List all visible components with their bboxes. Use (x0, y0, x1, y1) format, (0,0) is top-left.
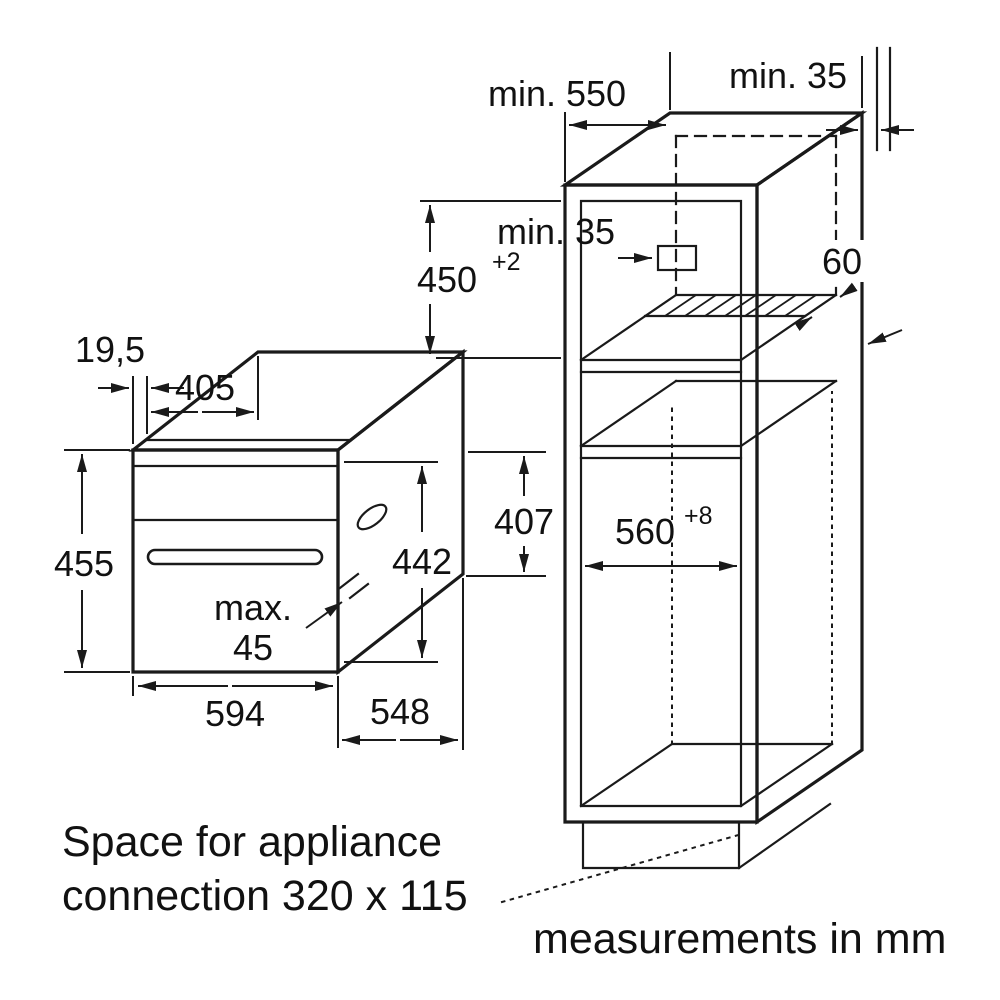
dim-cabinet-depth-label: min. 550 (488, 73, 626, 114)
dim-niche-height-label: 450 (417, 259, 477, 300)
dim-top-depth: 405 (151, 356, 259, 420)
dimension-annotations: min. 550 min. 35 450 +2 min. 35 (54, 52, 914, 750)
dim-cabinet-depth: min. 550 (488, 52, 671, 182)
dim-handle-clearance-value: 45 (233, 627, 273, 668)
dim-width-label: 594 (205, 693, 265, 734)
oven-drawing (128, 348, 468, 676)
units-note: measurements in mm (533, 915, 946, 963)
dim-niche-width: 560 +8 (585, 502, 737, 571)
dim-depth: 548 (342, 578, 464, 750)
connection-note-line1: Space for appliance (62, 818, 442, 866)
dim-handle-clearance: max. 45 (214, 587, 343, 668)
dim-door-height-label: 442 (392, 541, 452, 582)
rear-vent-cutout (643, 294, 837, 318)
dim-niche-height: 450 +2 (417, 200, 561, 359)
dim-body-height: 407 (466, 451, 554, 577)
dim-rear-gap-top-label: min. 35 (729, 55, 847, 96)
dim-door-height: 442 (344, 461, 452, 663)
cabinet-plinth (581, 820, 741, 870)
dim-depth-label: 548 (370, 691, 430, 732)
notes: Space for appliance connection 320 x 115… (62, 818, 946, 963)
cabinet-front-opening (579, 199, 743, 808)
oven-front-face (131, 448, 340, 674)
dim-rear-gap-mid: min. 35 (497, 211, 652, 263)
cabinet-top-face (559, 111, 868, 187)
dim-top-depth-label: 405 (175, 367, 235, 408)
oven-side-face (336, 348, 465, 676)
dim-niche-width-tolerance: +8 (684, 502, 713, 530)
wall-side-arrow (867, 329, 903, 345)
dim-niche-height-tolerance: +2 (492, 248, 521, 276)
dim-rear-gap-top: min. 35 (729, 55, 914, 135)
dim-appliance-height-label: 455 (54, 543, 114, 584)
rear-rail-section (656, 244, 698, 272)
connection-note-line2: connection 320 x 115 (62, 872, 468, 920)
dim-handle-clearance-word: max. (214, 587, 292, 628)
dim-vent-depth: 60 (794, 240, 903, 345)
dim-front-overhang-label: 19,5 (75, 329, 145, 370)
dim-niche-width-label: 560 (615, 511, 675, 552)
cabinet-side-face (755, 109, 864, 826)
side-grip-recess (356, 503, 388, 531)
dim-width: 594 (132, 676, 339, 748)
connection-leader-line (500, 832, 744, 904)
cabinet-drawing (559, 46, 892, 870)
dim-appliance-height: 455 (54, 449, 130, 673)
dim-rear-gap-mid-label: min. 35 (497, 211, 615, 252)
dim-vent-depth-label: 60 (822, 241, 862, 282)
oven-handle (146, 548, 324, 566)
dim-body-height-label: 407 (494, 501, 554, 542)
cabinet-front-face (563, 183, 759, 824)
dim-front-overhang: 19,5 (75, 329, 184, 444)
